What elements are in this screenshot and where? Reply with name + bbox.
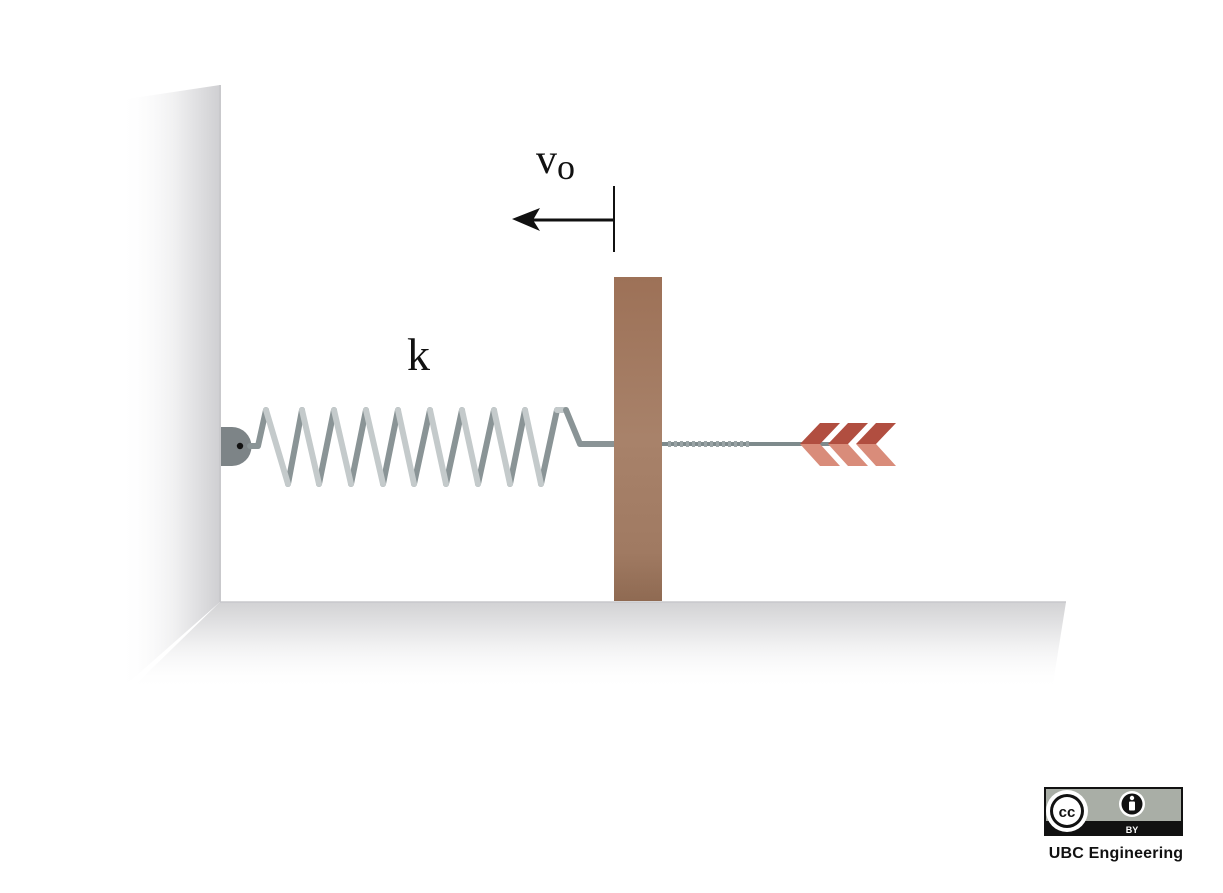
- creative-commons-icon: cc: [1046, 790, 1088, 832]
- wall: [120, 85, 221, 690]
- by-label: BY: [1126, 825, 1139, 835]
- projectile-arrow: [662, 423, 896, 466]
- velocity-arrow: [512, 186, 615, 252]
- cc-by-badge: cc BY: [1044, 787, 1183, 836]
- arrow-left-icon: [512, 208, 540, 231]
- svg-text:cc: cc: [1059, 804, 1076, 821]
- attribution-person-icon: [1119, 791, 1145, 817]
- arrow-fletching: [800, 423, 896, 466]
- spring: [247, 407, 617, 487]
- floor: [120, 601, 1066, 700]
- credit-text: UBC Engineering: [1048, 845, 1184, 862]
- spring-constant-label: k: [407, 329, 430, 380]
- spring-mount: [221, 427, 252, 466]
- velocity-label: vo: [536, 137, 575, 187]
- block: [614, 277, 662, 601]
